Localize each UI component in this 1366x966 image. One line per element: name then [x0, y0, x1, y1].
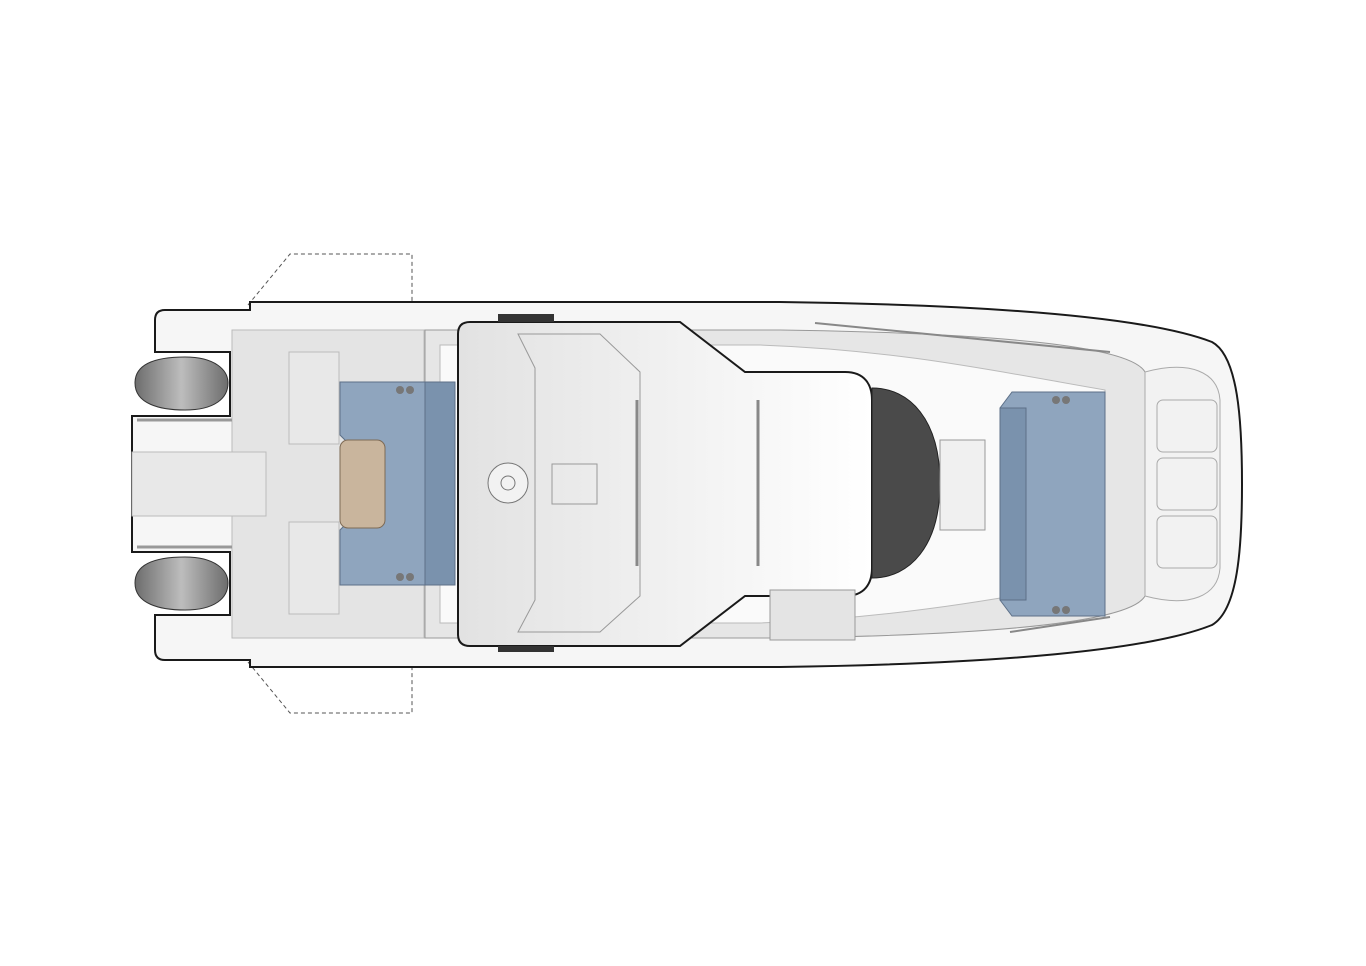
cup-holder	[1052, 606, 1060, 614]
cup-holder	[1052, 396, 1060, 404]
aft-backrest	[424, 381, 456, 586]
cup-holder	[396, 573, 404, 581]
bow-hatch	[1156, 399, 1218, 453]
cup-holder	[1062, 606, 1070, 614]
cup-holder	[406, 573, 414, 581]
speaker	[498, 646, 554, 652]
outboard-engine-bottom	[134, 556, 229, 611]
outboard-engine-top	[134, 356, 229, 411]
cup-holder	[396, 386, 404, 394]
bow-hatch	[1156, 515, 1218, 569]
hatch	[288, 351, 340, 445]
hardtop-hatch	[551, 463, 598, 505]
grab-rail	[1009, 616, 1111, 633]
bow-deck	[1144, 366, 1221, 602]
antenna-dome-center	[500, 475, 516, 491]
cup-holder	[406, 386, 414, 394]
hatch	[288, 521, 340, 615]
side-steps	[769, 589, 856, 641]
hardtop-inner	[517, 333, 641, 633]
grab-rail	[814, 322, 1111, 353]
bow-hatch	[1156, 457, 1218, 511]
platform-extension-bottom	[247, 637, 413, 714]
cockpit-table	[339, 439, 386, 529]
cup-holder	[1062, 396, 1070, 404]
helm-console	[939, 439, 986, 531]
platform-extension-top	[247, 253, 413, 330]
speaker	[498, 314, 554, 322]
bow-backrest	[999, 407, 1027, 601]
swim-platform-hatch	[131, 451, 267, 517]
antenna-dome	[487, 462, 529, 504]
